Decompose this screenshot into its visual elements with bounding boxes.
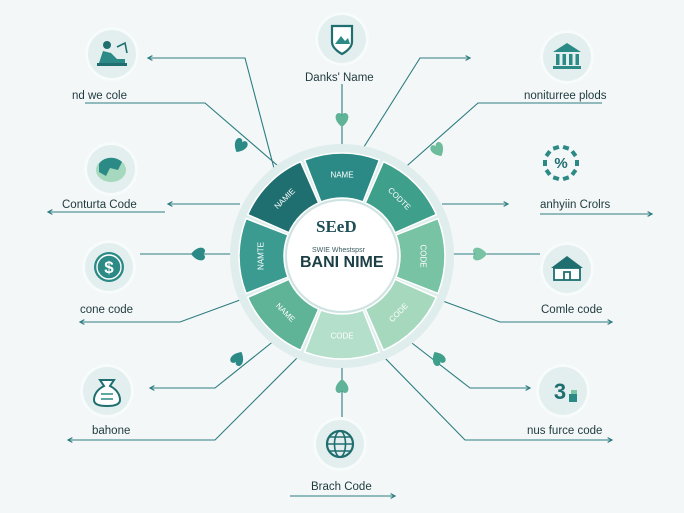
connector-lines bbox=[46, 55, 654, 499]
node-top bbox=[315, 12, 369, 66]
arrow-head bbox=[146, 55, 153, 61]
heart-right bbox=[473, 247, 487, 261]
node-left: $ bbox=[82, 240, 136, 294]
globe-map-icon bbox=[96, 157, 126, 182]
node-mid-left bbox=[84, 142, 138, 196]
heart-top bbox=[335, 113, 349, 127]
center-disc-border bbox=[285, 199, 399, 313]
arrow-head bbox=[66, 437, 73, 443]
arrow-head bbox=[607, 319, 614, 325]
heart-top-left bbox=[234, 138, 248, 153]
arrow-head bbox=[647, 211, 654, 217]
center-disc bbox=[286, 200, 398, 312]
connector-right-2 bbox=[439, 299, 612, 323]
label-top-right: noniturree plods bbox=[524, 90, 607, 102]
arrow-head bbox=[465, 55, 472, 61]
ring-segment bbox=[364, 160, 438, 234]
heart-left bbox=[191, 247, 205, 261]
node-bottom bbox=[313, 417, 367, 471]
arrow-head bbox=[46, 209, 53, 215]
ring-segment-label: CODE bbox=[418, 244, 427, 267]
arrow-head bbox=[503, 201, 510, 207]
bank-building-icon bbox=[553, 43, 581, 69]
percent-gear-icon: % bbox=[543, 144, 579, 182]
connector-top-right bbox=[361, 57, 470, 151]
label-top: Danks' Name bbox=[305, 72, 374, 84]
connector-bottom-right-2 bbox=[381, 354, 612, 441]
label-bottom-left: bahone bbox=[92, 425, 131, 437]
ring-segment-label: NAMTE bbox=[257, 242, 266, 270]
ring-segment bbox=[364, 278, 438, 352]
connector-left-2 bbox=[80, 299, 241, 323]
arrow-head bbox=[607, 437, 614, 443]
node-top-left bbox=[85, 27, 139, 81]
node-mid-right: % bbox=[534, 136, 588, 190]
dollar-coin-icon: $ bbox=[94, 252, 124, 282]
connector-bottom-left bbox=[150, 339, 276, 389]
dollar-coins-icon: 3 bbox=[554, 379, 577, 404]
node-bottom-right: 3 bbox=[536, 364, 590, 418]
ring-segment bbox=[303, 309, 381, 360]
node-top-right bbox=[540, 30, 594, 84]
arrow-head bbox=[390, 493, 397, 499]
heart-bottom-right bbox=[432, 351, 446, 366]
ring-segment-label: NAME bbox=[330, 171, 353, 180]
shield-landscape-icon bbox=[330, 24, 354, 56]
heart-bottom bbox=[335, 379, 349, 393]
label-mid-right: anhyiin Crolrs bbox=[540, 199, 611, 211]
arrow-head bbox=[148, 385, 155, 391]
label-bottom: Brach Code bbox=[311, 481, 372, 493]
arrow-head bbox=[78, 319, 85, 325]
svg-text:$: $ bbox=[104, 258, 114, 277]
ring-segment bbox=[303, 152, 381, 203]
label-left: cone code bbox=[80, 304, 134, 316]
connector-top-right-2 bbox=[399, 102, 602, 173]
label-top-left: nd we cole bbox=[72, 90, 127, 102]
heart-bottom-left bbox=[230, 351, 244, 366]
ring-segment bbox=[246, 278, 320, 352]
svg-text:3: 3 bbox=[554, 379, 566, 404]
center-tagline: SWIE Whestspsr bbox=[312, 247, 365, 254]
arrow-head bbox=[525, 385, 532, 391]
tent-bank-icon bbox=[551, 256, 583, 281]
ring-segment bbox=[246, 160, 320, 234]
label-right: Comle code bbox=[541, 304, 603, 316]
node-right bbox=[540, 242, 594, 296]
ring-segment bbox=[238, 217, 289, 295]
center-logo-text: SEeD bbox=[316, 217, 357, 236]
label-mid-left: Conturta Code bbox=[62, 199, 137, 211]
connector-bottom-left-2 bbox=[68, 354, 301, 441]
connector-top-left bbox=[148, 57, 276, 173]
globe-icon bbox=[325, 429, 355, 459]
svg-text:%: % bbox=[554, 155, 567, 172]
ring-segment-label: CODE bbox=[330, 332, 353, 341]
connector-top-left-2 bbox=[85, 102, 286, 173]
center-title: BANI NIME bbox=[300, 254, 384, 271]
connector-bottom-right bbox=[407, 339, 530, 389]
person-desk-icon bbox=[97, 41, 128, 66]
ring-segment bbox=[395, 217, 446, 295]
node-bottom-left bbox=[80, 364, 134, 418]
arrow-head bbox=[166, 201, 173, 207]
money-bag-icon bbox=[92, 379, 122, 408]
label-bottom-right: nus furce code bbox=[527, 425, 603, 437]
heart-top-right bbox=[430, 142, 444, 157]
